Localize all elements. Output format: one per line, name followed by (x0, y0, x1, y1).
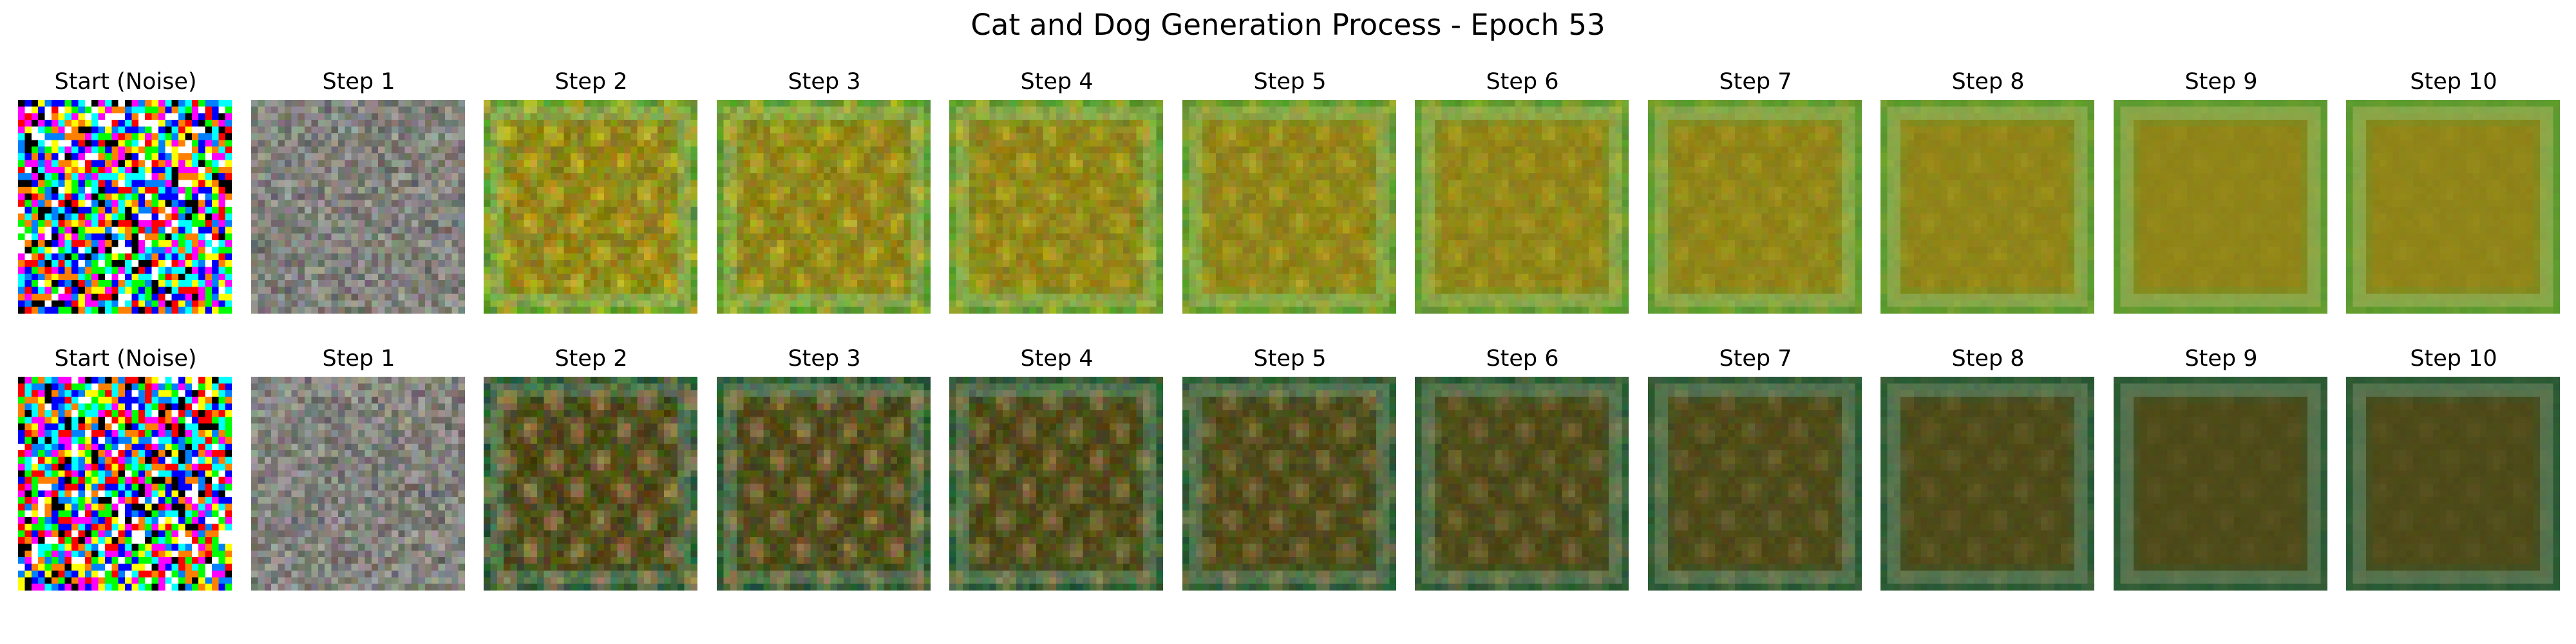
noise-image (18, 377, 232, 591)
generated-image (1880, 377, 2094, 591)
panel-step-2: Step 2 (484, 345, 699, 591)
generated-image (1648, 377, 1862, 591)
panel-label: Step 6 (1486, 69, 1559, 95)
noise-image (18, 100, 232, 314)
generated-image (484, 377, 697, 591)
panel-label: Step 7 (1719, 346, 1792, 372)
panel-label: Step 4 (1020, 69, 1094, 95)
figure-title: Cat and Dog Generation Process - Epoch 5… (971, 8, 1605, 42)
panel-step-1: Step 1 (251, 345, 466, 591)
panel-step-5: Step 5 (1182, 345, 1397, 591)
panel-label: Step 8 (1951, 69, 2025, 95)
panel-noise: Start (Noise) (18, 345, 233, 591)
panel-label: Step 2 (554, 69, 628, 95)
panel-step-7: Step 7 (1648, 345, 1863, 591)
generated-image (2114, 100, 2327, 314)
generated-image (2346, 100, 2560, 314)
panel-label: Start (Noise) (54, 69, 197, 95)
panel-label: Step 1 (322, 346, 395, 372)
panel-label: Step 2 (554, 346, 628, 372)
panel-step-6: Step 6 (1415, 68, 1630, 314)
generated-image (2346, 377, 2560, 591)
panel-label: Step 5 (1253, 346, 1327, 372)
panel-step-10: Step 10 (2346, 68, 2561, 314)
panel-step-7: Step 7 (1648, 68, 1863, 314)
panel-label: Step 5 (1253, 69, 1327, 95)
generated-image (1415, 100, 1629, 314)
panel-step-3: Step 3 (717, 68, 932, 314)
panel-label: Step 8 (1951, 346, 2025, 372)
panel-label: Step 10 (2410, 346, 2497, 372)
panel-label: Step 3 (788, 346, 861, 372)
panel-label: Step 9 (2184, 346, 2258, 372)
panel-label: Step 1 (322, 69, 395, 95)
panel-step-9: Step 9 (2114, 345, 2329, 591)
generated-image (717, 377, 931, 591)
generation-row-2: Start (Noise) Step 1 Step 2 Step 3 Step 4 Ste… (0, 345, 2576, 602)
generated-image (1880, 100, 2094, 314)
generated-image (1648, 100, 1862, 314)
panel-step-4: Step 4 (949, 68, 1164, 314)
panel-label: Step 7 (1719, 69, 1792, 95)
generated-image (484, 100, 697, 314)
panel-step-2: Step 2 (484, 68, 699, 314)
generated-image (949, 377, 1163, 591)
panel-step-1: Step 1 (251, 68, 466, 314)
generated-image (1415, 377, 1629, 591)
panel-label: Step 6 (1486, 346, 1559, 372)
panel-step-8: Step 8 (1880, 68, 2096, 314)
panel-label: Step 10 (2410, 69, 2497, 95)
panel-step-3: Step 3 (717, 345, 932, 591)
panel-step-6: Step 6 (1415, 345, 1630, 591)
generated-image (1182, 377, 1396, 591)
panel-noise: Start (Noise) (18, 68, 233, 314)
panel-label: Step 3 (788, 69, 861, 95)
generated-image (251, 100, 465, 314)
generated-image (949, 100, 1163, 314)
panel-label: Start (Noise) (54, 346, 197, 372)
panel-step-8: Step 8 (1880, 345, 2096, 591)
generated-image (2114, 377, 2327, 591)
panel-step-5: Step 5 (1182, 68, 1397, 314)
panel-step-9: Step 9 (2114, 68, 2329, 314)
panel-step-4: Step 4 (949, 345, 1164, 591)
panel-label: Step 4 (1020, 346, 1094, 372)
generated-image (251, 377, 465, 591)
panel-step-10: Step 10 (2346, 345, 2561, 591)
generation-row-1: Start (Noise) Step 1 Step 2 Step 3 Step 4 Ste… (0, 68, 2576, 325)
panel-label: Step 9 (2184, 69, 2258, 95)
generated-image (1182, 100, 1396, 314)
generated-image (717, 100, 931, 314)
